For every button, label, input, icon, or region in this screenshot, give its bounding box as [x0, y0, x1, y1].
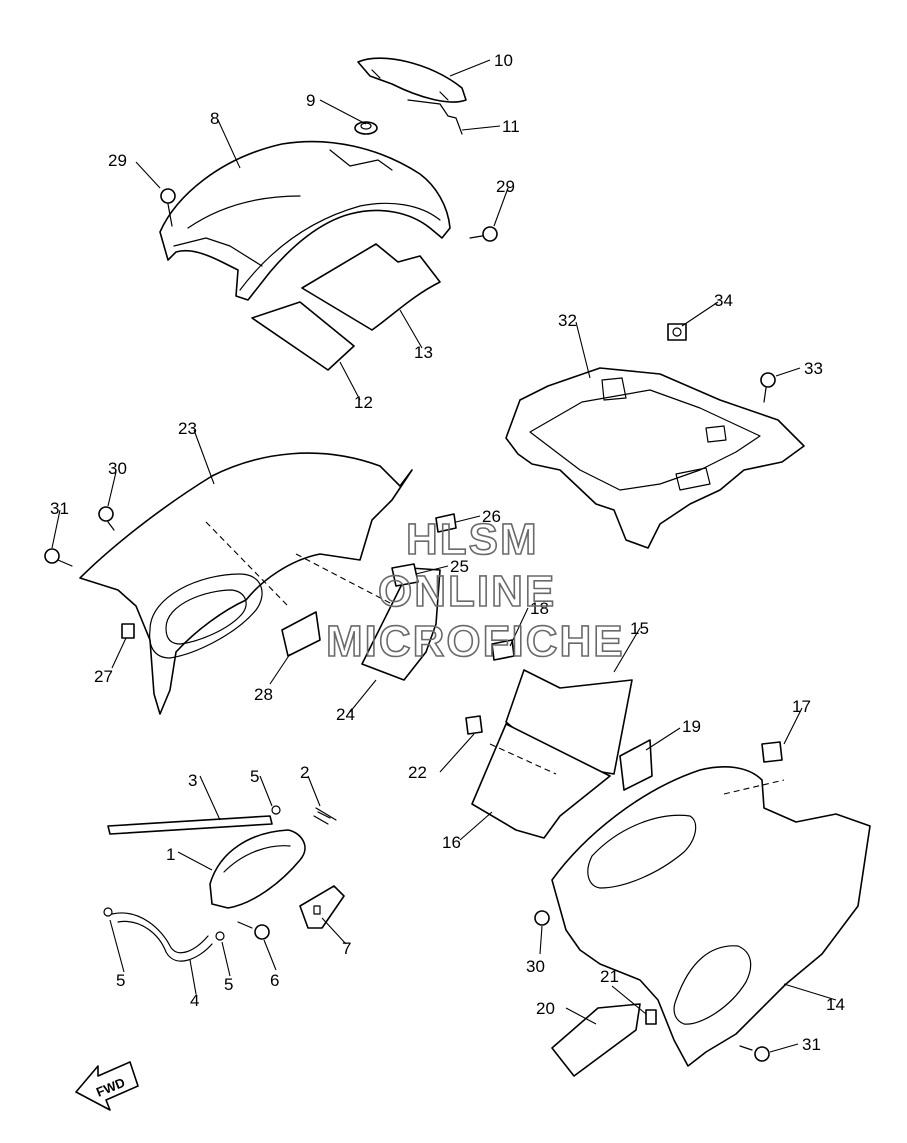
part-32-rack-bracket[interactable] — [505, 367, 805, 549]
callout-11: 11 — [502, 117, 520, 136]
part-5-clamp-mid[interactable] — [215, 931, 225, 941]
callout-9: 9 — [306, 91, 315, 110]
part-27-clip[interactable] — [121, 623, 135, 639]
callout-14: 14 — [826, 995, 845, 1014]
callout-5-left: 5 — [116, 971, 125, 990]
callout-16: 16 — [442, 833, 461, 852]
part-4-hose[interactable] — [111, 912, 213, 962]
callout-33: 33 — [804, 359, 823, 378]
callout-6: 6 — [270, 971, 279, 990]
callout-29-right: 29 — [496, 177, 515, 196]
part-30-bolt-upper[interactable] — [98, 506, 115, 531]
callout-1: 1 — [166, 845, 175, 864]
callout-19: 19 — [682, 717, 701, 736]
callout-23: 23 — [178, 419, 197, 438]
callout-27: 27 — [94, 667, 113, 686]
callout-34: 34 — [714, 291, 733, 310]
callout-5-top: 5 — [250, 767, 259, 786]
part-26-block[interactable] — [435, 513, 457, 533]
callout-8: 8 — [210, 109, 219, 128]
part-25-block[interactable] — [391, 563, 419, 587]
callout-3: 3 — [188, 771, 197, 790]
part-3-rod[interactable] — [107, 815, 273, 835]
callout-2: 2 — [300, 763, 309, 782]
part-31-bolt-lower[interactable] — [739, 1045, 770, 1062]
part-19-block[interactable] — [619, 739, 653, 791]
callout-13: 13 — [414, 343, 433, 362]
leader-lines — [51, 59, 837, 1053]
part-31-bolt-upper[interactable] — [44, 548, 73, 567]
part-8-rear-fender[interactable] — [159, 140, 451, 301]
part-29-bolt-left[interactable] — [160, 188, 176, 227]
callout-29-left: 29 — [108, 151, 127, 170]
callout-12: 12 — [354, 393, 373, 412]
callout-26: 26 — [482, 507, 501, 526]
watermark-line-2: ONLINE — [378, 567, 556, 616]
part-12-pad[interactable] — [251, 301, 355, 371]
callout-25: 25 — [450, 557, 469, 576]
callout-30-upper: 30 — [108, 459, 127, 478]
part-29-bolt-right[interactable] — [469, 226, 498, 242]
part-10-cap[interactable] — [357, 57, 467, 103]
callout-labels: 10 11 9 8 29 29 13 12 32 34 33 23 30 31 … — [50, 51, 845, 1054]
part-11-bracket[interactable] — [407, 99, 463, 135]
callout-28: 28 — [254, 685, 273, 704]
callout-17: 17 — [792, 697, 811, 716]
part-28-block[interactable] — [281, 611, 321, 657]
part-14-side-cover-right[interactable] — [551, 766, 871, 1067]
callout-32: 32 — [558, 311, 577, 330]
part-22-block[interactable] — [465, 715, 483, 735]
watermark: HLSM ONLINE MICROFICHE — [325, 514, 625, 667]
part-34-clip[interactable] — [667, 323, 687, 341]
callout-10: 10 — [494, 51, 513, 70]
part-13-pad[interactable] — [301, 243, 441, 331]
part-5-clamp-left[interactable] — [103, 907, 113, 917]
part-30-bolt-lower[interactable] — [534, 910, 550, 926]
callout-20: 20 — [536, 999, 555, 1018]
callout-31-lower: 31 — [802, 1035, 821, 1054]
part-18-block[interactable] — [491, 639, 515, 661]
callout-15: 15 — [630, 619, 649, 638]
callout-21: 21 — [600, 967, 619, 986]
part-20-pad[interactable] — [551, 1003, 641, 1077]
callout-24: 24 — [336, 705, 355, 724]
part-1-tank[interactable] — [209, 829, 306, 909]
watermark-line-1: HLSM — [406, 515, 539, 564]
part-17-block[interactable] — [761, 741, 783, 763]
callout-22: 22 — [408, 763, 427, 782]
part-33-bolt[interactable] — [760, 372, 776, 403]
callout-4: 4 — [190, 991, 199, 1010]
part-7-cover[interactable] — [299, 885, 345, 929]
callout-5-mid: 5 — [224, 975, 233, 994]
part-2-spring[interactable] — [313, 807, 337, 825]
part-6-drain-bolt[interactable] — [237, 921, 270, 940]
callout-31-upper: 31 — [50, 499, 69, 518]
watermark-line-3: MICROFICHE — [326, 617, 625, 666]
callout-18: 18 — [530, 599, 549, 618]
part-5-clamp-top[interactable] — [271, 805, 281, 815]
callout-30-lower: 30 — [526, 957, 545, 976]
forward-arrow-icon: FWD — [75, 1061, 139, 1111]
part-16-pad[interactable] — [471, 723, 611, 839]
part-9-grommet[interactable] — [354, 121, 378, 135]
callout-7: 7 — [342, 939, 351, 958]
part-23-side-cover-left[interactable] — [79, 452, 413, 715]
part-21-clip[interactable] — [645, 1009, 657, 1025]
